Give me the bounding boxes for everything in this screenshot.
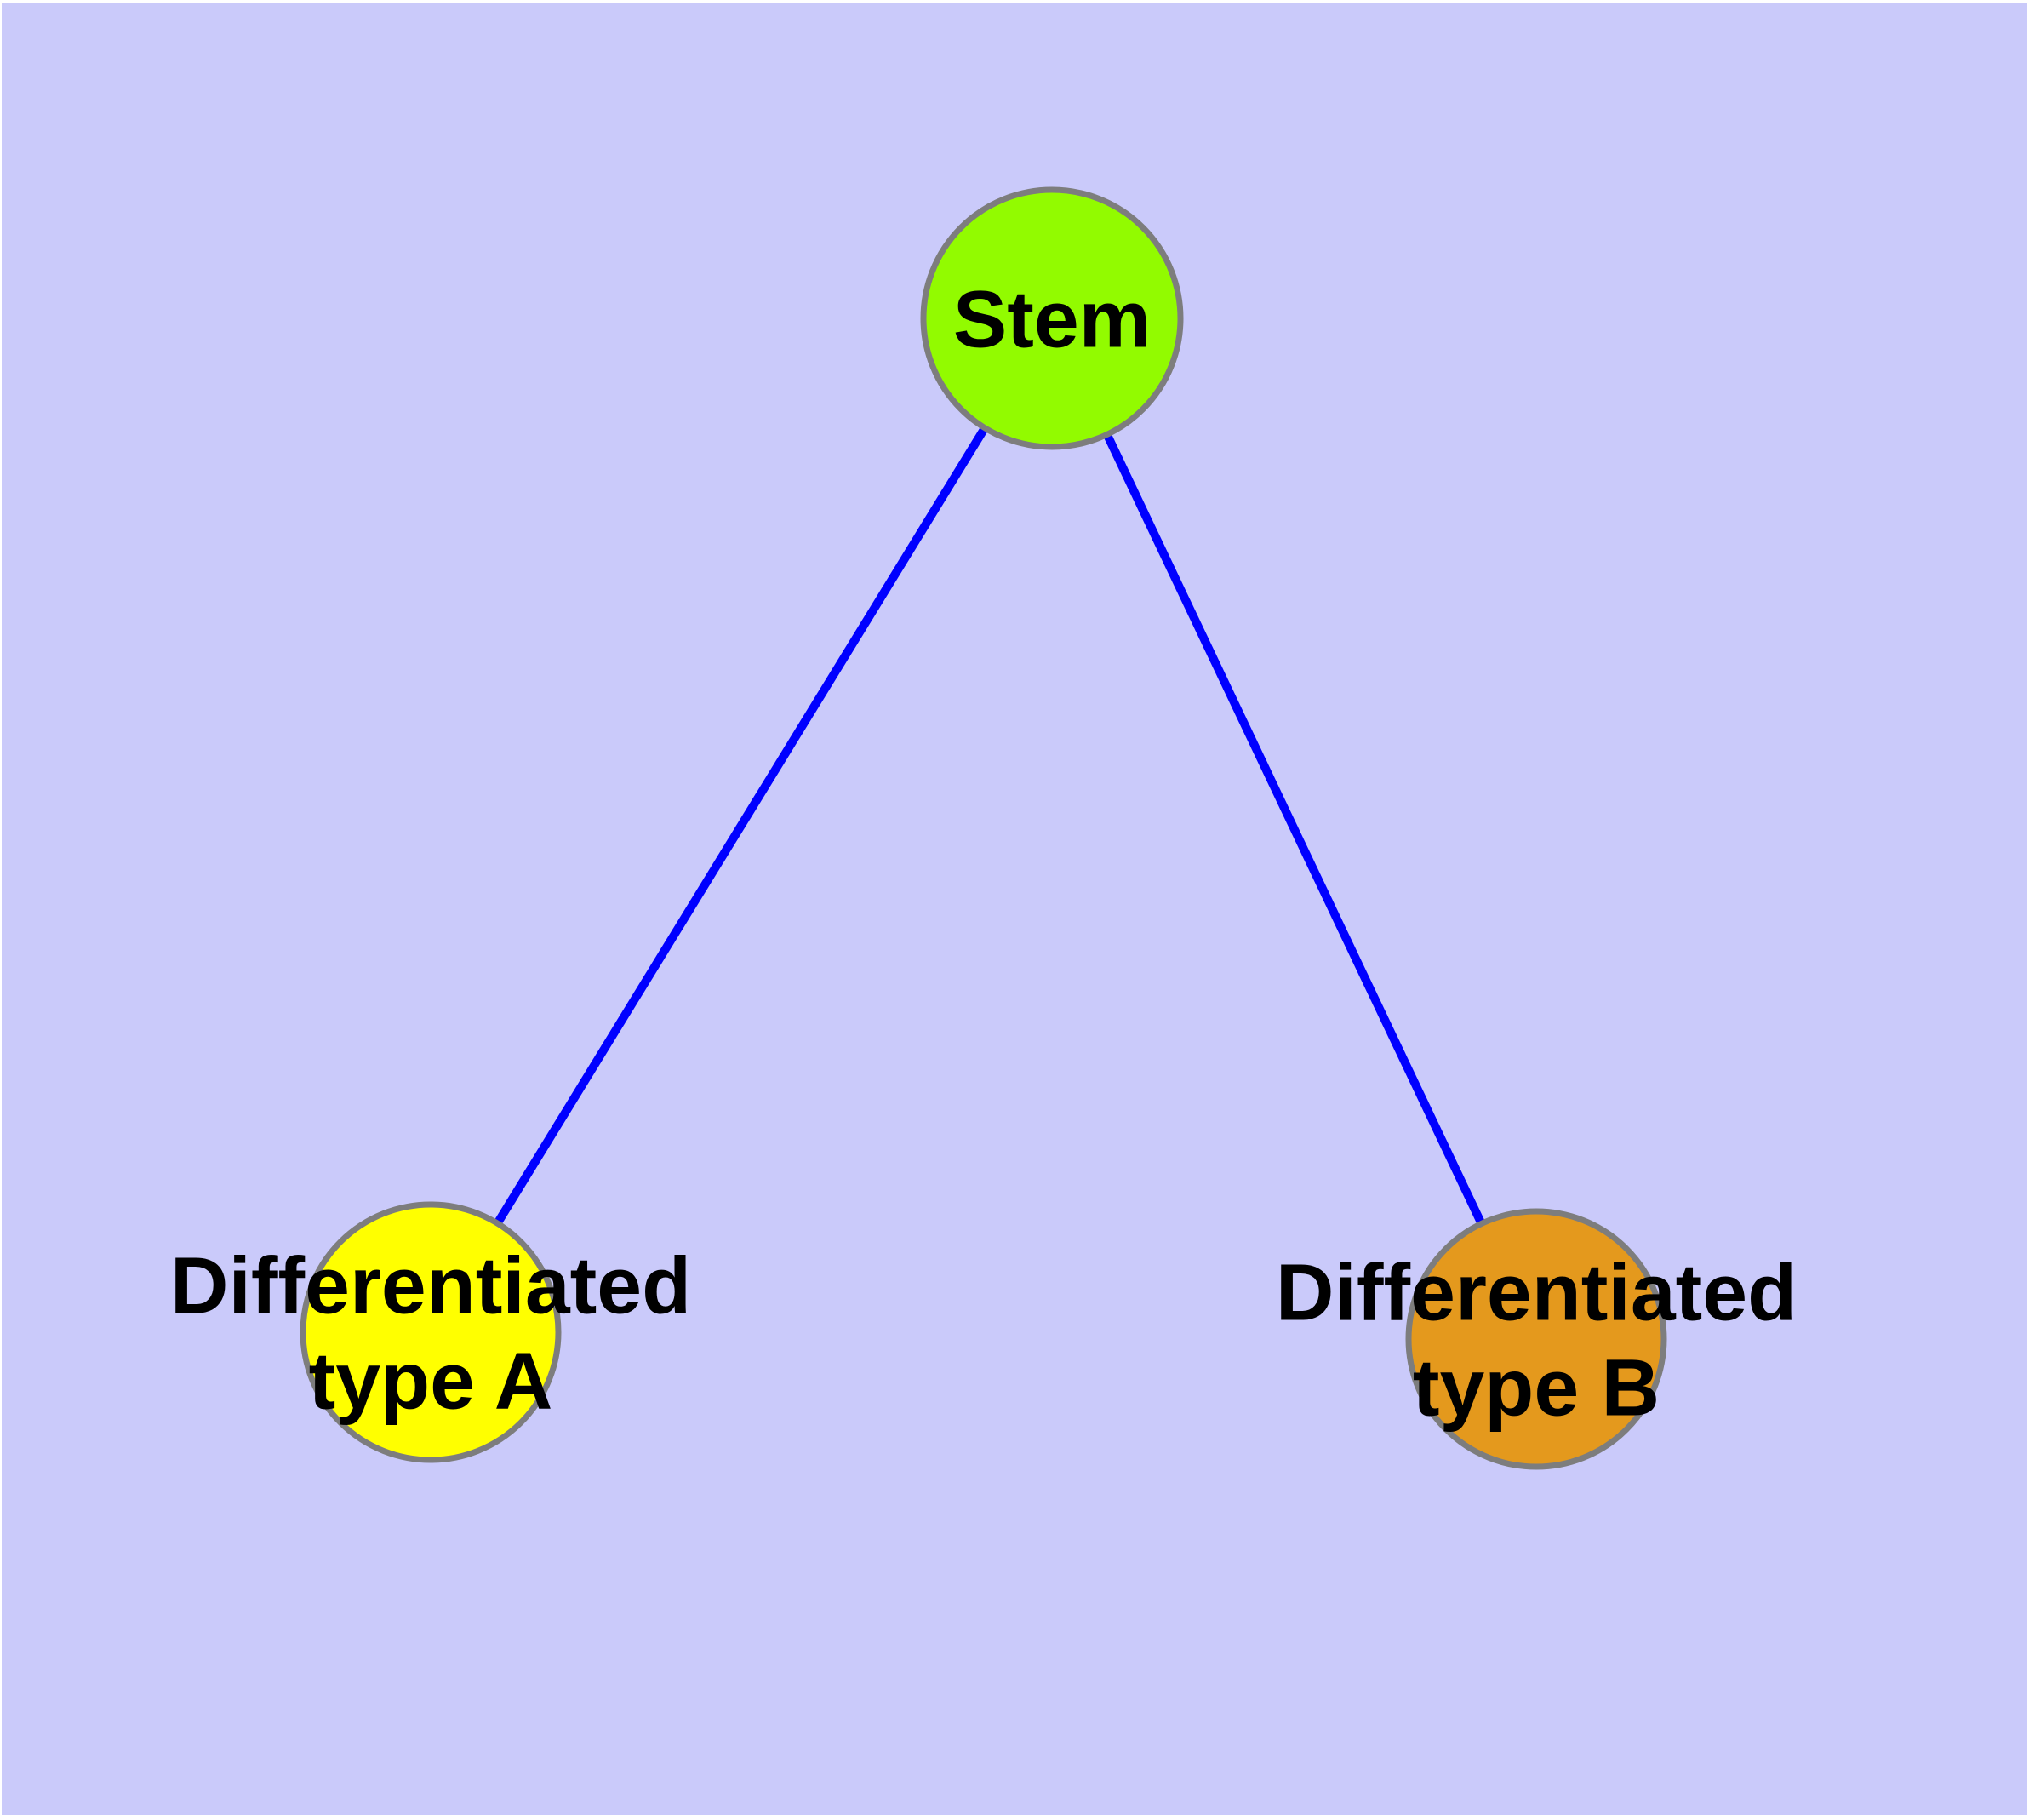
node-circle-diff-b (1405, 1208, 1667, 1470)
node-circle-stem (920, 186, 1184, 450)
edge-stem-diff-b (1048, 316, 1540, 1342)
edge-stem-diff-a (426, 316, 1056, 1335)
node-label-stem: Stem (953, 274, 1151, 364)
node-circle-diff-a (300, 1201, 562, 1463)
